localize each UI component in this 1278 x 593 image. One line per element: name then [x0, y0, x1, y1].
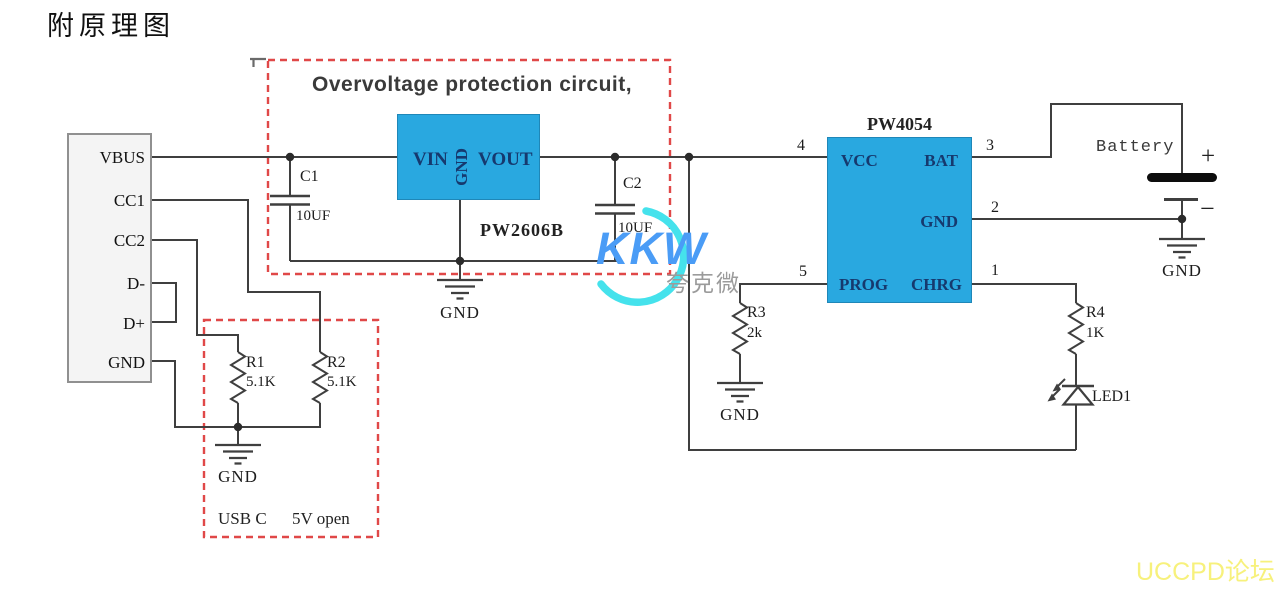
resistors — [229, 302, 1085, 404]
r2-ref: R2 — [327, 354, 346, 371]
ground-symbol-usb — [215, 443, 261, 465]
junction-dot — [1177, 214, 1187, 224]
ovp-dashed-box — [266, 58, 672, 276]
junction-dot — [610, 152, 620, 162]
pw4054-pin-vcc: VCC — [841, 151, 878, 170]
c1-ref: C1 — [300, 168, 319, 185]
wire-prog-r3 — [739, 283, 827, 383]
junction-dots — [233, 152, 1187, 432]
corner-tick-mark — [250, 57, 266, 67]
pw2606b-pin-gnd: GND — [452, 148, 471, 186]
r1-ref: R1 — [246, 354, 265, 371]
wire-dminus-dplus-loop — [152, 282, 177, 323]
junction-dot — [455, 256, 465, 266]
pw2606b-chip: VIN GND VOUT — [397, 114, 540, 200]
led-arrowhead-1 — [1052, 383, 1061, 392]
usb-pin-vbus: VBUS — [99, 148, 145, 167]
pin-number-4: 4 — [797, 137, 805, 154]
junction-dot — [285, 152, 295, 162]
pin-number-3: 3 — [986, 137, 994, 154]
pw4054-pin-chrg: CHRG — [911, 275, 962, 294]
resistor-r3-symbol — [731, 302, 749, 355]
wire-led-branch — [688, 157, 1076, 451]
gnd-label-battery: GND — [1162, 261, 1202, 280]
usbc-dashed-box — [202, 318, 380, 539]
pw4054-chip: VCC BAT GND PROG CHRG — [827, 137, 972, 303]
ground-symbol-r3 — [717, 381, 763, 403]
battery-minus-sign: − — [1200, 194, 1215, 223]
wire-usb-gnd — [152, 360, 321, 428]
forum-watermark: UCCPD论坛 — [1136, 558, 1275, 586]
usb-pin-dminus: D- — [127, 274, 145, 293]
kkw-watermark-cn: 夸克微 — [666, 270, 741, 296]
gnd-label-ovp: GND — [440, 303, 480, 322]
r3-value: 2k — [747, 325, 762, 341]
pw4054-pin-gnd: GND — [920, 212, 958, 231]
usb-pin-cc2: CC2 — [113, 231, 145, 250]
ovp-title: Overvoltage protection circuit, — [312, 73, 633, 96]
junction-dot — [684, 152, 694, 162]
led-triangle — [1061, 385, 1095, 406]
led-arrowhead-2 — [1047, 393, 1056, 402]
ground-symbol-ovp — [437, 278, 483, 300]
battery-plus-sign: + — [1201, 143, 1216, 170]
pin-number-2: 2 — [991, 199, 999, 216]
page-title: 附原理图 — [47, 11, 175, 41]
capacitor-c1-symbol — [270, 194, 310, 206]
pw4054-pin-prog: PROG — [839, 275, 889, 294]
battery-positive-plate — [1147, 173, 1217, 182]
usbc-caption-left: USB C — [218, 509, 267, 528]
wire-cc1-to-r2 — [152, 199, 321, 352]
kkw-watermark: KKW — [596, 223, 707, 274]
usb-connector-block: VBUS CC1 CC2 D- D+ GND — [67, 133, 152, 383]
r2-value: 5.1K — [327, 374, 357, 390]
r4-ref: R4 — [1086, 304, 1105, 321]
pw4054-part-label: PW4054 — [867, 114, 932, 134]
led1-symbol — [1047, 378, 1095, 406]
led1-ref: LED1 — [1092, 388, 1132, 405]
wire-cc2-to-r1 — [152, 239, 239, 352]
usbc-caption-right: 5V open — [292, 509, 350, 528]
ground-symbol-battery — [1159, 237, 1205, 259]
r4-value: 1K — [1086, 325, 1105, 341]
pw2606b-part-label: PW2606B — [480, 220, 565, 240]
usb-pin-cc1: CC1 — [113, 191, 145, 210]
wire-chrg-r4-led — [972, 283, 1077, 450]
gnd-label-usb: GND — [218, 467, 258, 486]
ground-symbols — [215, 237, 1205, 465]
resistor-r4-symbol — [1067, 302, 1085, 355]
r3-ref: R3 — [747, 304, 766, 321]
capacitor-c2-symbol — [595, 203, 635, 215]
resistor-r2-symbol — [311, 351, 329, 404]
gnd-label-r3: GND — [720, 405, 760, 424]
pin-number-1: 1 — [991, 262, 999, 279]
pw2606b-pin-vin: VIN — [413, 149, 448, 170]
battery-label: Battery — [1096, 138, 1175, 157]
c1-value: 10UF — [296, 208, 331, 224]
pw2606b-pin-vout: VOUT — [478, 149, 533, 170]
c2-ref: C2 — [623, 175, 642, 192]
r1-value: 5.1K — [246, 374, 276, 390]
pw4054-pin-bat: BAT — [924, 151, 958, 170]
resistor-r1-symbol — [229, 351, 247, 404]
usb-pin-gnd: GND — [108, 353, 145, 372]
junction-dot — [233, 422, 243, 432]
pin-number-5: 5 — [799, 263, 807, 280]
usb-pin-dplus: D+ — [123, 314, 145, 333]
